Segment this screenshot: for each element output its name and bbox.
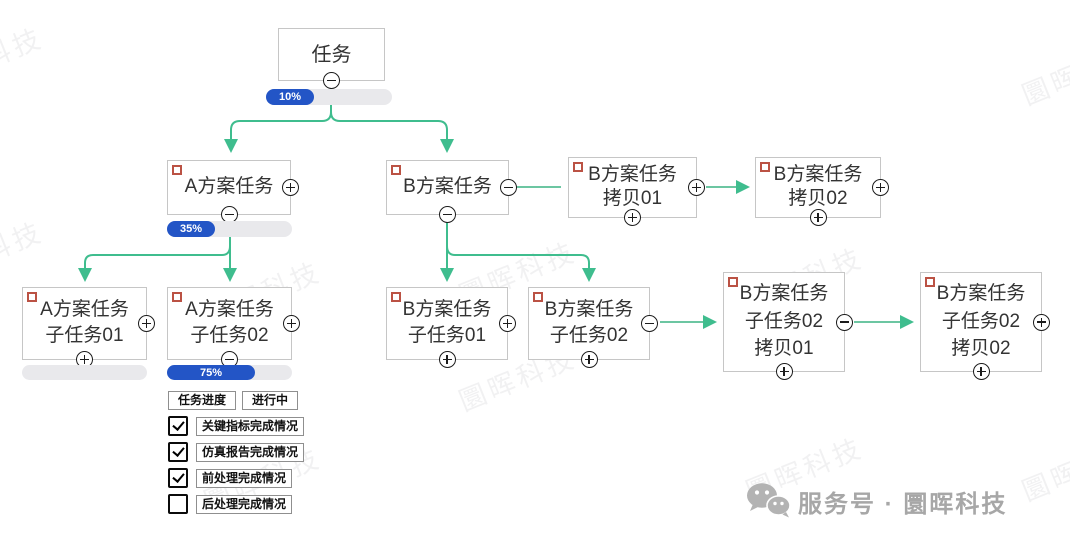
expand-children-icon[interactable] bbox=[624, 209, 641, 226]
status-in-progress-badge: 进行中 bbox=[242, 391, 299, 410]
node-label: 任务 bbox=[311, 43, 352, 66]
node-checkbox-icon[interactable] bbox=[172, 165, 182, 175]
progress-bar-task-root: 10% bbox=[266, 89, 392, 105]
checkbox-key-indicators[interactable] bbox=[168, 416, 188, 436]
progress-bar-plan-a: 35% bbox=[167, 221, 292, 237]
expand-children-icon[interactable] bbox=[809, 209, 827, 226]
collapse-children-icon[interactable] bbox=[323, 72, 340, 89]
node-plan-a-subtask-01[interactable]: A方案任务 子任务01 bbox=[22, 287, 155, 368]
node-checkbox-icon[interactable] bbox=[573, 162, 583, 172]
expand-copies-icon[interactable] bbox=[499, 315, 516, 332]
checklist-row: 关键指标完成情况 bbox=[168, 416, 305, 436]
node-label: B方案任务 bbox=[544, 298, 634, 320]
node-label: 拷贝02 bbox=[788, 188, 848, 210]
checklist-label: 仿真报告完成情况 bbox=[196, 442, 305, 462]
node-plan-b-subtask-02-copy-01[interactable]: B方案任务 子任务02 拷贝01 bbox=[723, 272, 853, 380]
progress-bar-a-subtask-02: 75% bbox=[167, 365, 292, 380]
collapse-copies-icon[interactable] bbox=[500, 179, 517, 196]
node-plan-b-copy-01[interactable]: B方案任务 拷贝01 bbox=[568, 157, 705, 226]
node-label: A方案任务 bbox=[184, 176, 274, 198]
node-label: 子任务02 bbox=[744, 310, 824, 332]
expand-children-icon[interactable] bbox=[775, 363, 793, 380]
collapse-children-icon[interactable] bbox=[439, 206, 456, 223]
node-plan-b-subtask-02-copy-02[interactable]: B方案任务 子任务02 拷贝02 bbox=[920, 272, 1050, 380]
expand-copies-icon[interactable] bbox=[282, 179, 299, 196]
node-label: B方案任务 bbox=[773, 164, 863, 186]
node-label: 拷贝01 bbox=[754, 337, 814, 359]
node-plan-a-task[interactable]: A方案任务 bbox=[167, 160, 299, 223]
node-label: 子任务01 bbox=[407, 325, 487, 347]
expand-copies-icon[interactable] bbox=[1033, 313, 1050, 331]
node-checkbox-icon[interactable] bbox=[391, 292, 401, 302]
node-label: 子任务02 bbox=[549, 325, 629, 347]
progress-fill: 35% bbox=[167, 221, 215, 237]
brand-label: 服务号 · 圜晖科技 bbox=[798, 490, 1008, 518]
node-plan-b-subtask-02[interactable]: B方案任务 子任务02 bbox=[528, 287, 658, 368]
checkbox-simulation-report[interactable] bbox=[168, 442, 188, 462]
wechat-icon bbox=[747, 483, 791, 518]
node-checkbox-icon[interactable] bbox=[172, 292, 182, 302]
expand-copies-icon[interactable] bbox=[138, 315, 155, 332]
node-label: 拷贝01 bbox=[602, 188, 663, 210]
expand-copies-icon[interactable] bbox=[283, 315, 300, 332]
expand-children-icon[interactable] bbox=[580, 351, 598, 368]
checkbox-pre-processing[interactable] bbox=[168, 468, 188, 488]
expand-children-icon[interactable] bbox=[972, 363, 990, 380]
node-label: A方案任务 bbox=[40, 298, 129, 320]
expand-copies-icon[interactable] bbox=[872, 179, 889, 196]
checklist-label: 后处理完成情况 bbox=[196, 494, 293, 514]
node-checkbox-icon[interactable] bbox=[533, 292, 543, 302]
checkbox-post-processing[interactable] bbox=[168, 494, 188, 514]
node-label: A方案任务 bbox=[185, 298, 274, 320]
node-checkbox-icon[interactable] bbox=[27, 292, 37, 302]
node-plan-b-subtask-01[interactable]: B方案任务 子任务01 bbox=[386, 287, 516, 368]
checklist-label: 关键指标完成情况 bbox=[196, 416, 305, 436]
node-label: 拷贝02 bbox=[951, 337, 1011, 359]
checklist-row: 仿真报告完成情况 bbox=[168, 442, 305, 462]
expand-children-icon[interactable] bbox=[76, 351, 93, 368]
collapse-detail-icon[interactable] bbox=[221, 351, 238, 368]
node-label: B方案任务 bbox=[936, 283, 1026, 305]
progress-bar-a-subtask-01 bbox=[22, 365, 147, 380]
collapse-copies-icon[interactable] bbox=[641, 315, 658, 332]
node-plan-b-task[interactable]: B方案任务 bbox=[386, 160, 517, 223]
expand-children-icon[interactable] bbox=[438, 351, 456, 368]
node-label: B方案任务 bbox=[403, 176, 492, 198]
node-plan-b-copy-02[interactable]: B方案任务 拷贝02 bbox=[755, 157, 889, 226]
node-checkbox-icon[interactable] bbox=[391, 165, 401, 175]
collapse-copies-icon[interactable] bbox=[836, 313, 853, 331]
expand-copies-icon[interactable] bbox=[688, 179, 705, 196]
node-checkbox-icon[interactable] bbox=[760, 162, 770, 172]
node-label: B方案任务 bbox=[588, 164, 677, 186]
progress-fill: 10% bbox=[266, 89, 314, 105]
checklist-label: 前处理完成情况 bbox=[196, 468, 293, 488]
node-plan-a-subtask-02[interactable]: A方案任务 子任务02 bbox=[167, 287, 300, 368]
task-progress-header: 任务进度 bbox=[168, 391, 237, 410]
node-label: 子任务02 bbox=[941, 310, 1021, 332]
task-status-panel: 任务进度 进行中 关键指标完成情况 仿真报告完成情况 前处理完成情况 后处理完成… bbox=[168, 391, 305, 514]
checklist-row: 后处理完成情况 bbox=[168, 494, 304, 514]
progress-fill: 75% bbox=[167, 365, 255, 380]
node-task-root[interactable]: 任务 bbox=[278, 28, 385, 89]
checklist-row: 前处理完成情况 bbox=[168, 468, 304, 488]
node-label: B方案任务 bbox=[402, 298, 492, 320]
node-checkbox-icon[interactable] bbox=[728, 277, 738, 287]
node-label: B方案任务 bbox=[739, 283, 829, 305]
node-label: 子任务01 bbox=[45, 325, 124, 347]
wechat-account-branding: 服务号 · 圜晖科技 bbox=[746, 482, 1007, 520]
node-label: 子任务02 bbox=[190, 325, 269, 347]
node-checkbox-icon[interactable] bbox=[925, 277, 935, 287]
